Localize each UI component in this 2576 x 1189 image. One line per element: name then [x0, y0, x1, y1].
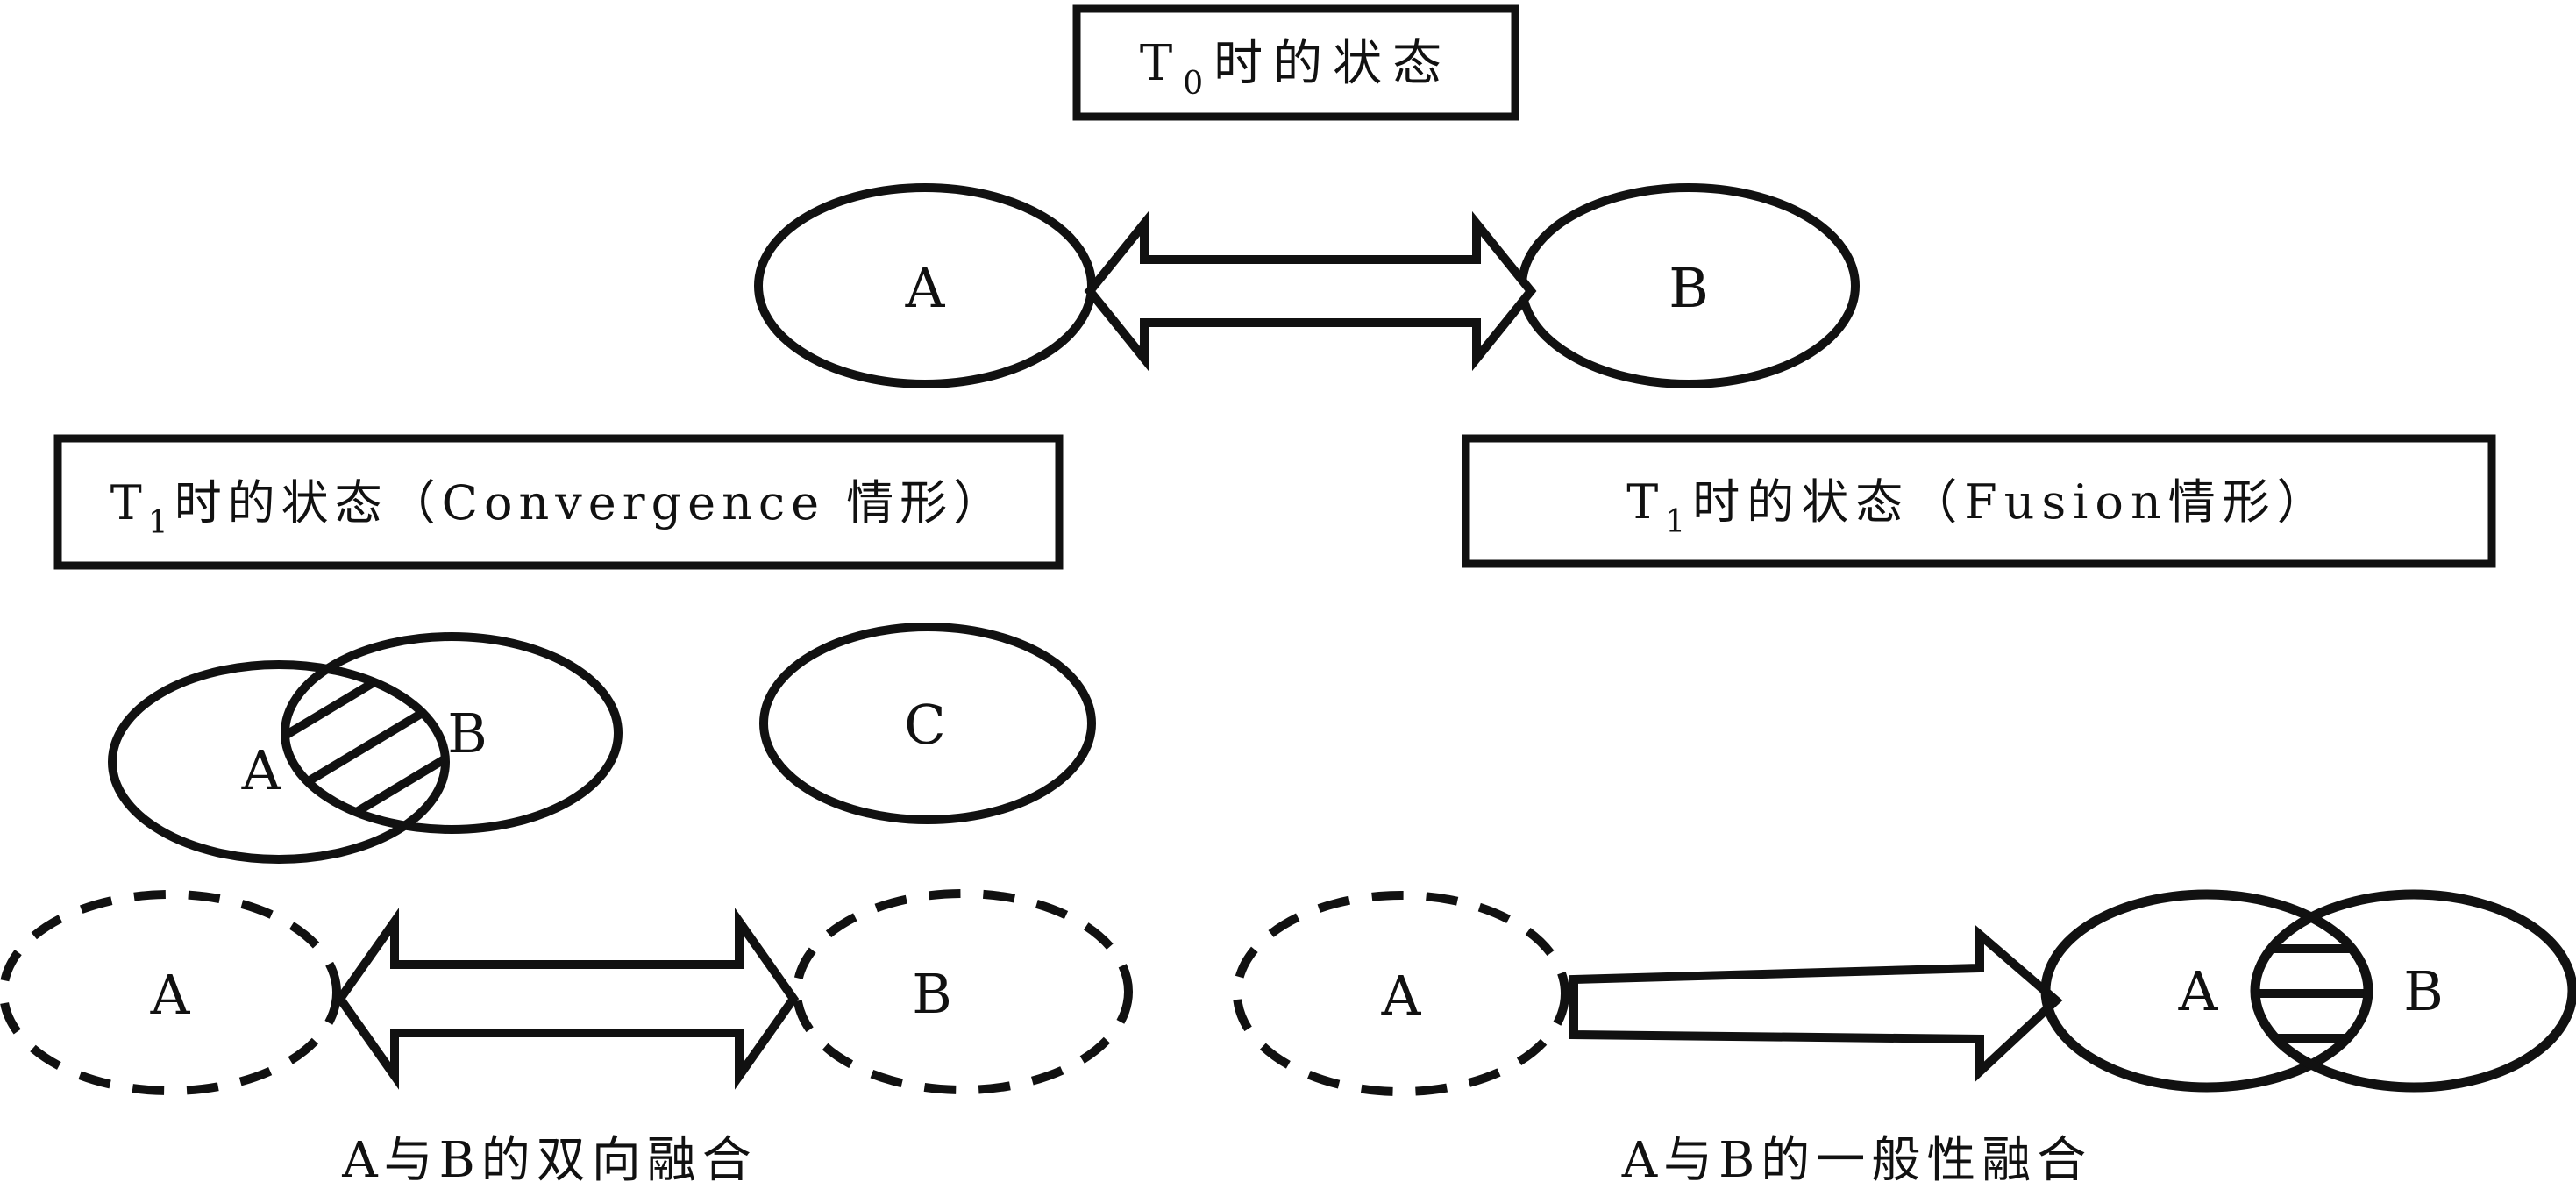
t0-label-prefix: T [1140, 35, 1183, 92]
convergence-venn-b-label: B [447, 701, 487, 765]
convergence-venn-a-label: A [241, 738, 282, 802]
fusion-right-arrow-icon [1569, 925, 2063, 1082]
t1-fusion-box [1462, 434, 2496, 568]
fusion-dashed-a-label: A [1381, 964, 1422, 1028]
convergence-caption: A与B的双向融合 [341, 1132, 758, 1189]
t1-fusion-prefix: T [1626, 474, 1665, 530]
convergence-dashed-ellipse-b [793, 889, 1133, 1094]
t0-label-suffix: 时的状态 [1213, 35, 1452, 92]
convergence-venn-ellipse-b [281, 632, 623, 834]
fusion-venn-ellipse-b [2250, 889, 2576, 1093]
hatch-line [285, 685, 445, 829]
initial-double-arrow-icon [1084, 210, 1537, 372]
fusion-venn-ellipse-a [2040, 889, 2373, 1093]
t1-fusion-subscript: 1 [1665, 504, 1692, 540]
t1-convergence-prefix: T [110, 475, 148, 530]
convergence-dashed-b-label: B [912, 962, 952, 1026]
t1-fusion-box-label: T1时的状态（Fusion情形） [1626, 474, 2330, 540]
fusion-venn-a-label: A [2178, 959, 2219, 1023]
t1-convergence-suffix: 时的状态（Convergence 情形） [174, 475, 1007, 530]
initial-ellipse-b-label: B [1669, 256, 1709, 320]
fusion-venn-b-label: B [2403, 959, 2444, 1023]
initial-ellipse-a-label: A [905, 256, 946, 320]
t1-convergence-box-label: T1时的状态（Convergence 情形） [110, 475, 1007, 541]
convergence-ellipse-c [759, 623, 1096, 824]
fusion-dashed-ellipse-a [1233, 891, 1569, 1096]
fusion-caption: A与B的一般性融合 [1621, 1132, 2093, 1189]
t0-state-box [1072, 4, 1519, 121]
t1-convergence-subscript: 1 [148, 505, 174, 541]
convergence-dashed-ellipse-a [0, 890, 341, 1095]
convergence-dashed-a-label: A [150, 963, 191, 1027]
t0-state-box-label: T0时的状态 [1140, 35, 1452, 102]
hatch-line [285, 665, 445, 829]
convergence-double-arrow-icon [334, 908, 800, 1090]
t1-convergence-box [53, 434, 1064, 570]
convergence-ellipse-c-label: C [904, 693, 945, 757]
convergence-venn-ellipse-a [108, 660, 450, 864]
t1-fusion-suffix: 时的状态（Fusion情形） [1692, 474, 2331, 530]
t0-label-subscript: 0 [1183, 66, 1213, 102]
